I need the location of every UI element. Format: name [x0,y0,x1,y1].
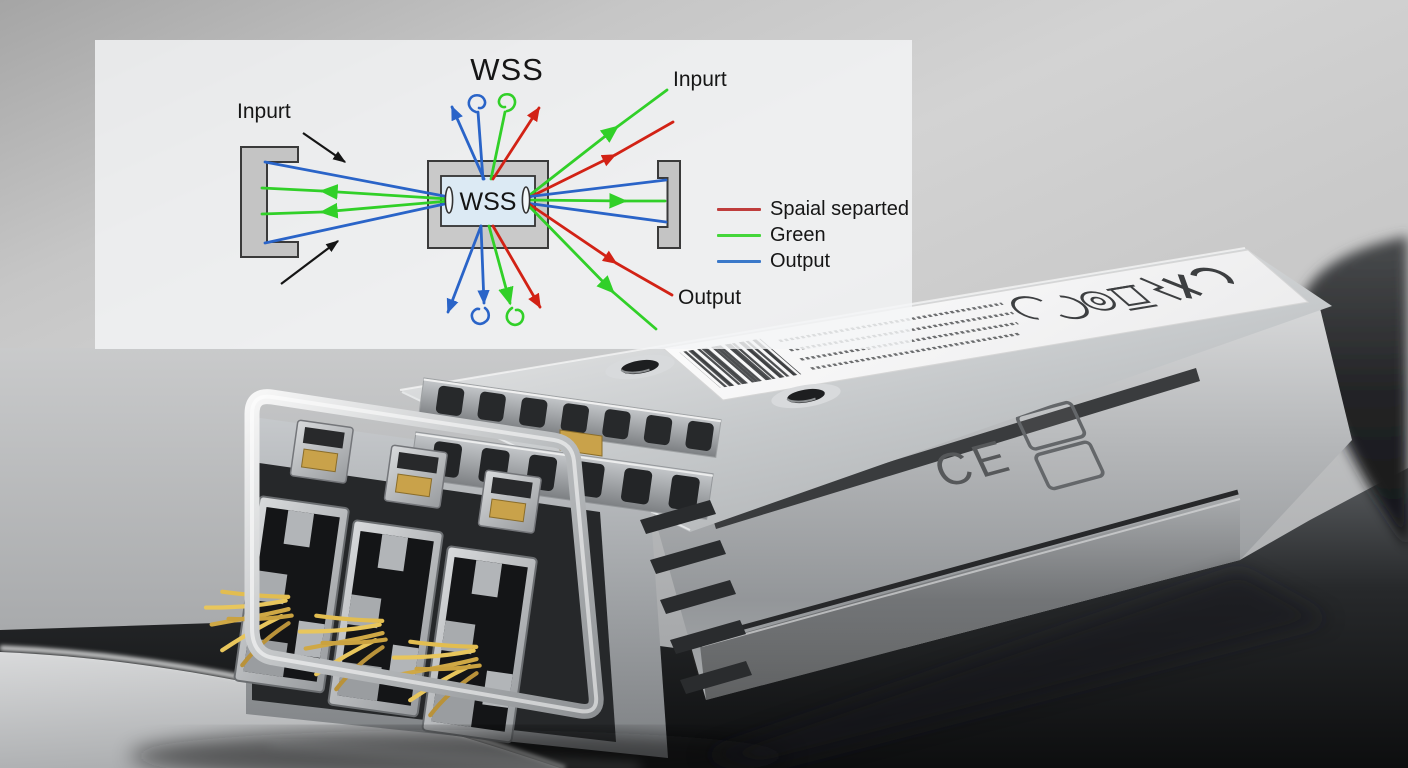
legend-swatch-red [717,207,761,211]
wss-lenses [444,186,531,214]
recycling-mark-icon [1080,291,1116,311]
green-curl-bottom [505,306,525,327]
blue-curl-top [467,93,487,114]
lightning-mark-icon [1139,277,1182,301]
emi-fingers-side [640,500,752,694]
gold-contact [394,473,433,498]
legend-item-green: Green [717,222,909,248]
legend-swatch-blue [717,259,761,263]
blue-curl-bottom [470,306,491,326]
right-collimator-bracket [657,160,681,249]
bail-handle [244,389,604,719]
legend-item-output: Output [717,248,909,274]
side-bottom-groove [699,489,1239,642]
label-right-input: Inpurt [673,68,727,91]
green-curl-top [497,92,517,113]
wss-diagram-overlay: WSS WSS Inpurt Inpurt Output Spaial sepa… [95,40,912,349]
side-compliance-icon [1015,400,1105,491]
module-side-face: CE [648,300,1352,700]
ce-mark-icon [1011,296,1043,320]
fiber-cable [1296,236,1408,548]
ukca-mark-icon [1161,267,1235,299]
diagram-title: WSS [470,52,544,87]
wss-diagram-drawing: WSS [240,88,681,331]
top-fan-rays [450,92,541,181]
label-left-input: Inpurt [237,100,291,123]
gold-contact [300,448,339,473]
desk-reflections [130,570,1330,768]
gold-contact [488,498,527,523]
screw-holes [605,354,841,409]
annotation-arrows [280,132,347,285]
left-rays [260,160,451,245]
weee-bin-mark-icon [1105,284,1159,311]
label-bottom-output: Output [678,286,742,309]
wss-box-label: WSS [460,188,517,216]
bottom-fan-rays [446,224,542,327]
product-label [661,249,1310,401]
legend-item-spatial-separated: Spaial separted [717,196,909,222]
right-rays [524,88,675,331]
legend-swatch-green [717,233,761,237]
side-latch-slot [712,368,1200,529]
label-cert-icons [1011,277,1182,320]
legend: Spaial separted Green Output [717,196,909,274]
